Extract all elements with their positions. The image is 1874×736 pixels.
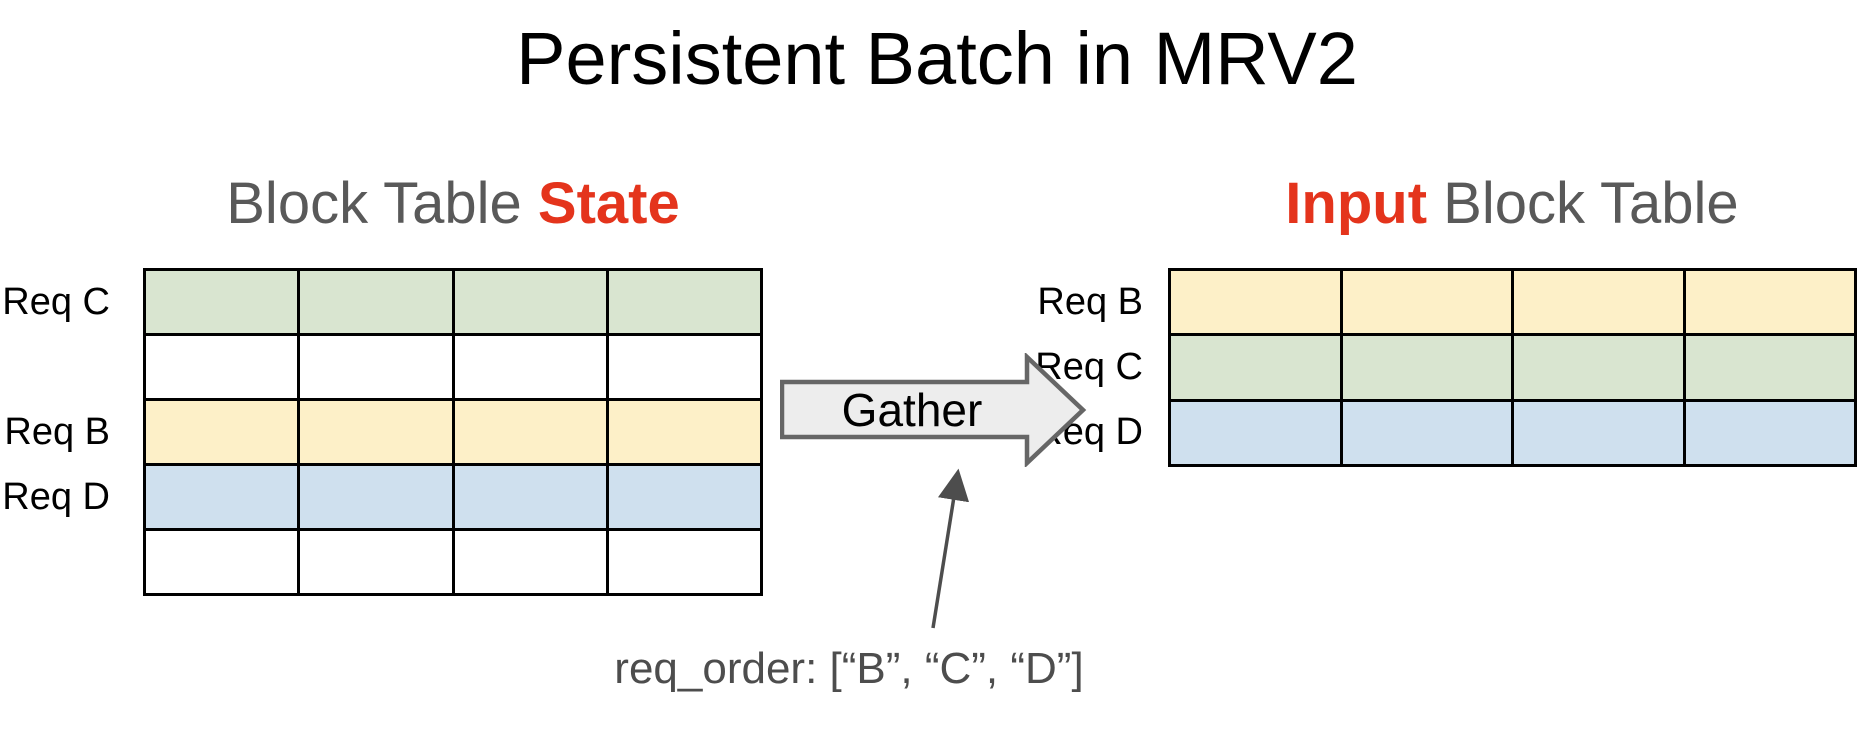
block-cell <box>1514 336 1683 399</box>
block-cell <box>300 401 452 463</box>
left-block-table <box>143 268 763 596</box>
page-title: Persistent Batch in MRV2 <box>516 17 1358 100</box>
row-label <box>0 336 122 398</box>
gather-arrow-shape <box>780 353 1087 467</box>
req-order-annotation: req_order: [“B”, “C”, “D”] <box>614 644 1084 693</box>
block-cell <box>608 271 760 333</box>
gather-arrow-label: Gather <box>842 384 983 436</box>
block-cell <box>454 336 606 398</box>
block-cell <box>1171 271 1340 334</box>
block-cell <box>300 466 452 528</box>
right-heading-highlight: Input <box>1285 171 1428 236</box>
left-heading-text: Block Table <box>226 171 538 236</box>
block-cell <box>608 531 760 593</box>
block-cell <box>1342 401 1511 464</box>
block-cell <box>1171 336 1340 399</box>
block-cell <box>454 531 606 593</box>
block-cell <box>608 336 760 398</box>
block-cell <box>146 401 298 463</box>
right-table-heading: Input Block Table <box>1162 172 1862 236</box>
row-label: Req B <box>4 410 110 453</box>
block-cell <box>1514 401 1683 464</box>
block-cell <box>1342 271 1511 334</box>
block-cell <box>300 271 452 333</box>
row-label: Req C <box>2 280 110 323</box>
block-cell <box>608 401 760 463</box>
gather-arrow: Gather <box>780 353 1087 467</box>
block-cell <box>146 531 298 593</box>
row-label: Req D <box>2 475 110 518</box>
left-table-heading: Block Table State <box>103 172 803 236</box>
block-cell <box>300 336 452 398</box>
row-label: Req B <box>1037 280 1143 323</box>
block-cell <box>454 271 606 333</box>
annotation-arrow-line <box>931 468 970 629</box>
row-label <box>0 531 122 593</box>
block-cell <box>454 466 606 528</box>
block-cell <box>454 401 606 463</box>
block-cell <box>1685 401 1854 464</box>
block-cell <box>146 336 298 398</box>
block-cell <box>608 466 760 528</box>
block-cell <box>146 271 298 333</box>
block-cell <box>146 466 298 528</box>
left-heading-highlight: State <box>537 171 680 236</box>
left-table-row-labels: Req C Req B Req D <box>0 268 122 596</box>
block-cell <box>1342 336 1511 399</box>
block-cell <box>1514 271 1683 334</box>
block-cell <box>1685 271 1854 334</box>
block-cell <box>1685 336 1854 399</box>
right-heading-text: Block Table <box>1427 171 1739 236</box>
block-cell <box>300 531 452 593</box>
right-block-table <box>1168 268 1857 467</box>
block-cell <box>1171 401 1340 464</box>
